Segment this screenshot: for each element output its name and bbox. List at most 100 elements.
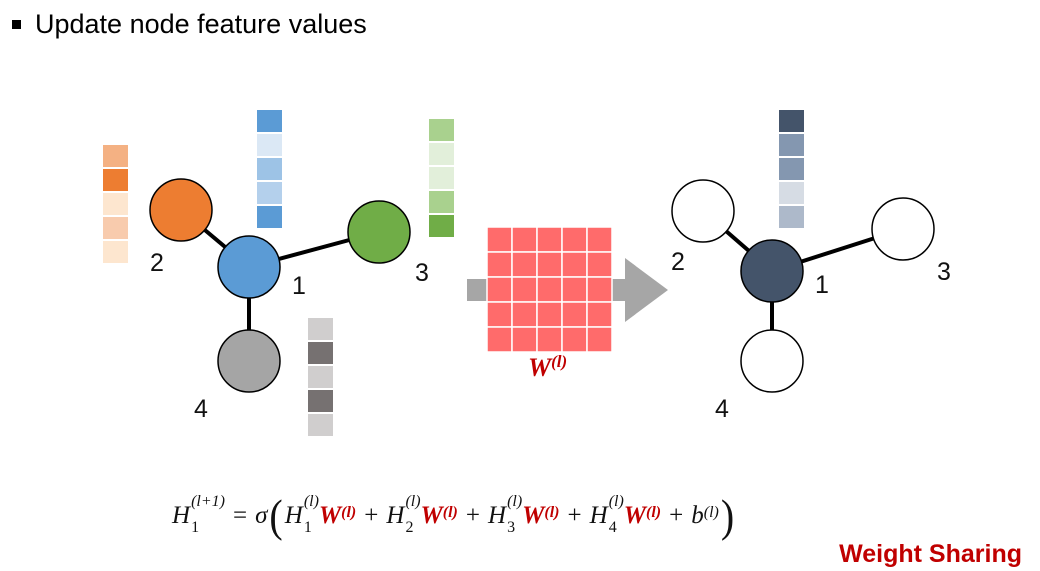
formula-H4-scripts: (l)4: [609, 494, 624, 536]
formula-H2-sub: 2: [405, 519, 414, 536]
update-formula: H (l+1) 1 = σ ( H (l)1 W(l) + H (l)2 W(l…: [172, 488, 736, 544]
weight-cell: [486, 251, 513, 278]
out-node-1: [740, 239, 804, 303]
weight-cell: [486, 276, 513, 303]
formula-bias: b: [691, 502, 704, 529]
formula-W3: W: [522, 502, 545, 529]
node-label-3: 3: [415, 259, 429, 287]
feature-cell: [308, 390, 333, 412]
weight-cell: [586, 226, 613, 253]
feature-vector-node3: [429, 119, 454, 237]
left-graph: 2 1 3 4: [103, 110, 454, 436]
feature-cell: [103, 193, 128, 215]
weight-cell: [511, 326, 538, 353]
formula-plus-3: +: [567, 502, 582, 529]
arrow-head-icon: [625, 258, 668, 322]
formula-H4: H: [589, 502, 608, 529]
formula-H-lhs: H: [172, 502, 191, 529]
formula-equals: =: [232, 502, 248, 529]
formula-W3-sup: (l): [544, 504, 560, 521]
feature-cell: [779, 134, 804, 156]
weight-cell: [511, 251, 538, 278]
formula-plus-4: +: [669, 502, 684, 529]
formula-H2-sup: (l): [405, 493, 421, 510]
feature-cell: [779, 182, 804, 204]
formula-sigma: σ: [255, 502, 268, 529]
feature-cell: [779, 206, 804, 228]
feature-cell: [429, 191, 454, 213]
weight-cell: [486, 326, 513, 353]
out-node-label-1: 1: [815, 271, 829, 299]
formula-H3-sup: (l): [507, 493, 523, 510]
node-3: [347, 200, 411, 264]
weight-cell: [561, 301, 588, 328]
weight-cell: [586, 276, 613, 303]
weight-cell: [586, 251, 613, 278]
node-label-4: 4: [194, 395, 208, 423]
node-label-2: 2: [150, 249, 164, 277]
feature-cell: [103, 241, 128, 263]
formula-H1-sup: (l): [303, 493, 319, 510]
formula-W2-sup: (l): [442, 504, 458, 521]
formula-lhs-sub: 1: [191, 519, 200, 536]
feature-cell: [257, 158, 282, 180]
formula-H2-scripts: (l) 2: [405, 494, 420, 536]
feature-cell: [429, 143, 454, 165]
feature-cell: [257, 182, 282, 204]
out-node-2: [671, 179, 735, 243]
weight-matrix: [486, 226, 613, 353]
feature-cell: [257, 134, 282, 156]
weight-matrix-label: W(l): [528, 352, 567, 382]
feature-vector-node2: [103, 145, 128, 263]
weight-cell: [561, 276, 588, 303]
node-2: [149, 178, 213, 242]
feature-cell: [103, 217, 128, 239]
weight-cell: [511, 276, 538, 303]
formula-close-paren: ): [720, 489, 735, 542]
heading-bullet: Update node feature values: [12, 4, 367, 44]
formula-H2: H: [386, 502, 405, 529]
weight-cell: [536, 226, 563, 253]
node-1: [217, 235, 281, 299]
out-node-3: [871, 197, 935, 261]
feature-cell: [103, 145, 128, 167]
formula-H3-scripts: (l) 3: [507, 494, 522, 536]
formula-W2: W: [420, 502, 443, 529]
weight-cell: [486, 301, 513, 328]
feature-vector-node4: [308, 318, 333, 436]
formula-H1-sub: 1: [303, 519, 312, 536]
weight-cell: [536, 276, 563, 303]
heading-text: Update node feature values: [35, 8, 367, 39]
node-label-1: 1: [292, 272, 306, 300]
out-node-label-2: 2: [671, 248, 685, 276]
formula-W4: W: [623, 502, 647, 529]
feature-cell: [257, 206, 282, 228]
weight-cell: [586, 301, 613, 328]
feature-cell: [308, 342, 333, 364]
feature-cell: [429, 167, 454, 189]
weight-cell: [561, 226, 588, 253]
formula-H1-scripts: (l) 1: [304, 494, 319, 536]
feature-cell: [257, 110, 282, 132]
formula-open-paren: (: [269, 489, 283, 542]
feature-cell: [308, 414, 333, 436]
out-node-label-4: 4: [715, 395, 729, 423]
formula-H3-sub: 3: [507, 519, 516, 536]
formula-plus-1: +: [364, 502, 379, 529]
node-4: [217, 329, 281, 393]
feature-vector-output: [779, 110, 804, 228]
weight-cell: [486, 226, 513, 253]
formula-H1: H: [284, 502, 303, 529]
out-node-4: [740, 329, 804, 393]
weight-cell: [511, 226, 538, 253]
weight-cell: [561, 326, 588, 353]
out-node-label-3: 3: [937, 258, 951, 286]
feature-cell: [308, 366, 333, 388]
weight-cell: [511, 301, 538, 328]
feature-cell: [429, 119, 454, 141]
weight-sharing-caption: Weight Sharing: [839, 540, 1022, 568]
weight-cell: [536, 301, 563, 328]
feature-cell: [103, 169, 128, 191]
feature-vector-node1: [257, 110, 282, 228]
